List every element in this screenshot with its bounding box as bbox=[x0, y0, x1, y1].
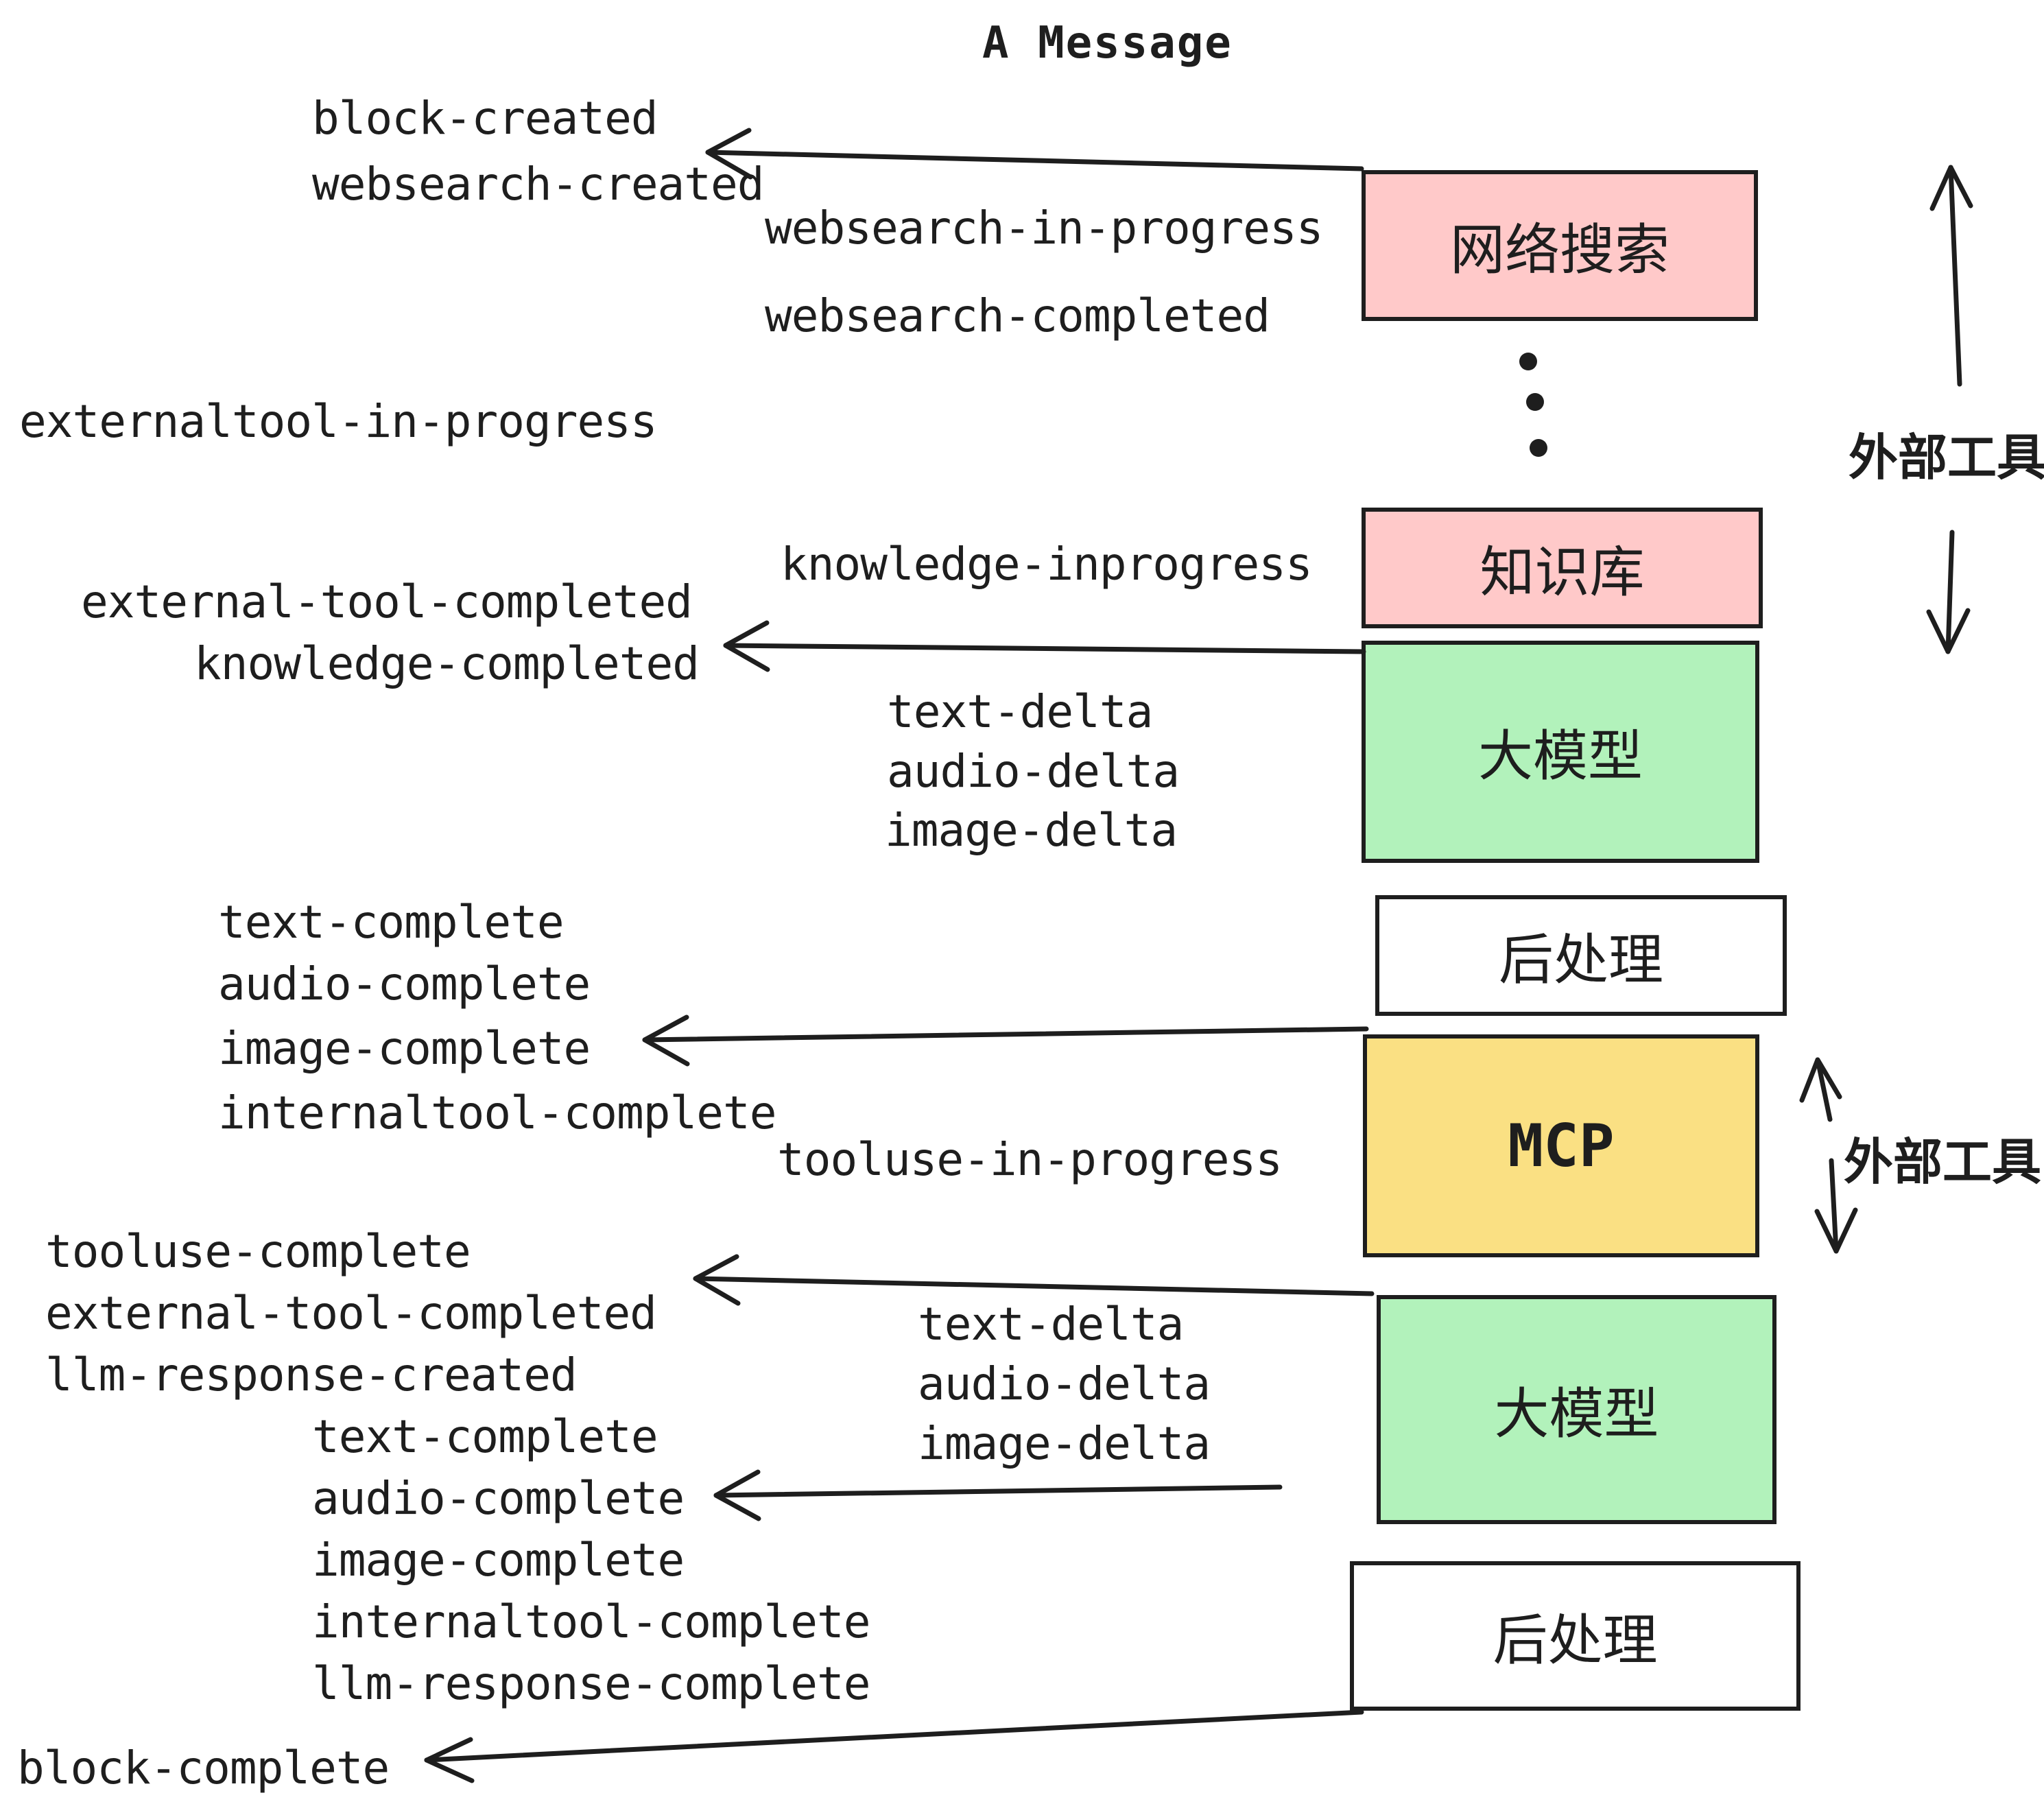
arrow-external-tools-down bbox=[1926, 530, 1971, 654]
event-label-block-complete: block-complete bbox=[17, 1742, 390, 1794]
event-label-audio-delta-2: audio-delta bbox=[918, 1357, 1211, 1410]
event-label-text-complete-2: text-complete bbox=[312, 1410, 658, 1463]
event-label-text-delta-2: text-delta bbox=[918, 1298, 1184, 1351]
box-llm-bottom: 大模型 bbox=[1377, 1295, 1776, 1524]
event-label-external-tool-completed: external-tool-completed bbox=[81, 575, 693, 628]
event-label-image-delta: image-delta bbox=[885, 804, 1178, 857]
arrow-websearch-to-created-events bbox=[705, 128, 1364, 180]
event-label-llm-response-complete: llm-response-complete bbox=[312, 1657, 870, 1710]
box-websearch-label: 网络搜索 bbox=[1450, 219, 1669, 281]
event-label-audio-delta: audio-delta bbox=[887, 745, 1180, 798]
event-label-websearch-completed: websearch-completed bbox=[765, 289, 1270, 342]
vertical-dots-icon bbox=[1519, 353, 1547, 457]
side-label-external-tools-top: 外部工具 bbox=[1849, 431, 2044, 486]
arrow-mcp-external-up bbox=[1799, 1057, 1842, 1122]
arrow-mcp-to-tooluse-events bbox=[693, 1254, 1375, 1306]
arrow-external-tools-up bbox=[1929, 165, 1973, 387]
arrow-llm-bottom-to-complete-events bbox=[713, 1469, 1283, 1521]
box-llm-bottom-label: 大模型 bbox=[1494, 1384, 1659, 1445]
event-label-block-created: block-created bbox=[312, 92, 658, 145]
box-llm-top: 大模型 bbox=[1362, 641, 1759, 863]
event-label-websearch-in-progress: websearch-in-progress bbox=[765, 202, 1323, 254]
box-post-top-label: 后处理 bbox=[1499, 929, 1663, 990]
event-label-tooluse-in-progress: tooluse-in-progress bbox=[777, 1133, 1283, 1186]
side-label-external-tools-bottom: 外部工具 bbox=[1844, 1135, 2042, 1190]
event-label-text-complete: text-complete bbox=[218, 896, 565, 949]
box-knowledge: 知识库 bbox=[1362, 508, 1763, 628]
box-knowledge-label: 知识库 bbox=[1479, 542, 1645, 603]
box-post-bottom-label: 后处理 bbox=[1493, 1610, 1658, 1671]
event-label-llm-response-created: llm-response-created bbox=[45, 1349, 578, 1401]
event-label-internaltool-complete-2: internaltool-complete bbox=[312, 1595, 870, 1648]
box-post-bottom: 后处理 bbox=[1350, 1561, 1801, 1711]
event-label-audio-complete-2: audio-complete bbox=[312, 1472, 685, 1525]
event-label-knowledge-completed: knowledge-completed bbox=[194, 637, 700, 690]
arrow-knowledge-to-completed-events bbox=[723, 620, 1366, 672]
event-label-internaltool-complete: internaltool-complete bbox=[218, 1087, 776, 1139]
event-label-image-delta-2: image-delta bbox=[918, 1417, 1211, 1470]
box-mcp-label: MCP bbox=[1508, 1111, 1615, 1180]
event-label-websearch-created: websearch-created bbox=[312, 158, 765, 211]
page-title: A Message bbox=[982, 18, 1233, 69]
box-post-top: 后处理 bbox=[1375, 895, 1787, 1016]
event-label-external-tool-completed-2: external-tool-completed bbox=[45, 1287, 657, 1340]
event-label-tooluse-complete: tooluse-complete bbox=[45, 1225, 471, 1278]
event-label-image-complete-2: image-complete bbox=[312, 1534, 685, 1587]
event-label-audio-complete: audio-complete bbox=[218, 958, 591, 1010]
box-websearch: 网络搜索 bbox=[1362, 170, 1758, 321]
event-label-image-complete: image-complete bbox=[218, 1022, 591, 1075]
arrow-post-top-to-complete-events bbox=[642, 1014, 1369, 1067]
box-mcp: MCP bbox=[1363, 1034, 1759, 1257]
event-label-text-delta: text-delta bbox=[887, 685, 1153, 738]
box-llm-top-label: 大模型 bbox=[1478, 726, 1643, 787]
event-label-externaltool-in-progress: externaltool-in-progress bbox=[19, 395, 658, 448]
arrow-post-bottom-to-block-complete bbox=[424, 1709, 1364, 1783]
event-label-knowledge-inprogress: knowledge-inprogress bbox=[781, 538, 1313, 591]
